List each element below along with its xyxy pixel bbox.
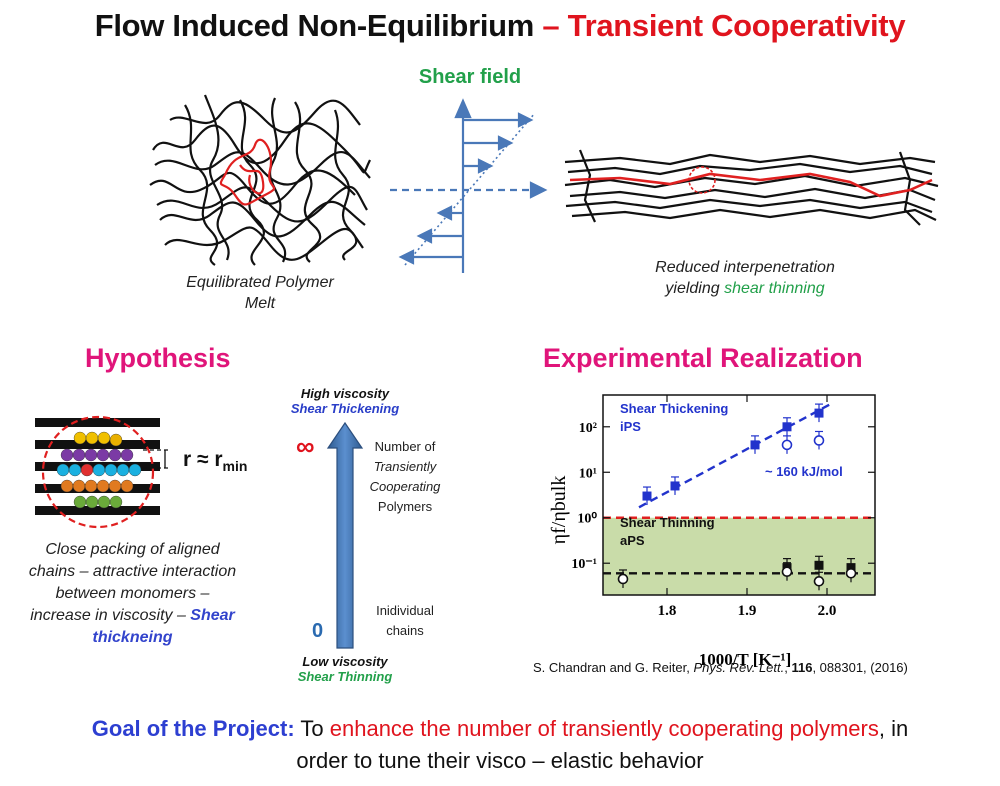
y-tick-label: 10¹ — [579, 466, 597, 481]
data-point — [670, 481, 680, 491]
data-point — [813, 576, 825, 587]
x-tick-label: 2.0 — [818, 603, 837, 619]
annotation-ips: iPS — [620, 419, 641, 434]
number-of-cooperating-label: Number of Transiently Cooperating Polyme… — [369, 439, 441, 514]
data-point — [617, 573, 629, 585]
project-goal: Goal of the Project: To enhance the numb… — [91, 716, 909, 773]
individual-chains-label: Inidividual chains — [376, 603, 434, 638]
hypothesis-heading: Hypothesis — [85, 343, 231, 373]
equilibrated-melt-illustration — [149, 94, 371, 266]
data-point — [813, 435, 825, 446]
hypothesis-description: Close packing of aligned chains – attrac… — [28, 541, 237, 646]
x-axis-label: 1000/T [K⁻¹] — [699, 650, 792, 669]
title-part2: – Transient Cooperativity — [542, 8, 906, 43]
title-part1: Flow Induced Non-Equilibrium — [94, 8, 535, 43]
shear-field-label: Shear field — [418, 66, 522, 88]
annotation-shear-thickening: Shear Thickening — [620, 401, 728, 416]
shear-field-diagram — [390, 98, 548, 273]
data-point — [814, 560, 824, 570]
data-point — [781, 439, 793, 451]
data-point — [781, 566, 793, 578]
equilibrated-melt-caption: Equilibrated Polymer Melt — [186, 274, 334, 312]
page-title: Flow Induced Non-Equilibrium – Transient… — [0, 8, 1000, 44]
plot-shaded-region — [603, 517, 875, 595]
zero-label: 0 — [312, 620, 324, 642]
reduced-interpenetration-caption: Reduced interpenetration yielding shear … — [655, 259, 835, 297]
data-point — [642, 491, 652, 501]
aligned-chains-illustration — [564, 149, 939, 226]
experimental-heading: Experimental Realization — [543, 343, 863, 373]
y-axis-label: ηf/ηbulk — [548, 476, 570, 545]
y-tick-label: 10⁻¹ — [571, 557, 597, 572]
data-point — [814, 408, 824, 418]
low-viscosity-label: Low viscosity Shear Thinning — [297, 654, 393, 684]
infinity-label: ∞ — [296, 431, 315, 461]
y-tick-label: 10⁰ — [577, 512, 597, 527]
y-tick-label: 10² — [579, 421, 597, 436]
x-tick-label: 1.8 — [658, 603, 677, 619]
annotation-shear-thinning: Shear Thinning — [620, 515, 715, 530]
r-min-label: r ≈ rmin — [183, 448, 248, 475]
data-point — [782, 422, 792, 432]
data-point — [845, 568, 857, 579]
high-viscosity-label: High viscosity Shear Thickening — [290, 386, 400, 416]
cooperativity-arrow — [326, 421, 364, 649]
x-tick-label: 1.9 — [738, 603, 757, 619]
annotation-activation-energy: ~ 160 kJ/mol — [765, 464, 843, 479]
fit-line-0 — [638, 402, 832, 509]
close-packing-illustration — [35, 415, 170, 529]
annotation-aps: aPS — [620, 533, 645, 548]
citation: S. Chandran and G. Reiter, Phys. Rev. Le… — [533, 660, 908, 675]
data-point — [750, 440, 760, 450]
plot-frame — [602, 394, 876, 596]
